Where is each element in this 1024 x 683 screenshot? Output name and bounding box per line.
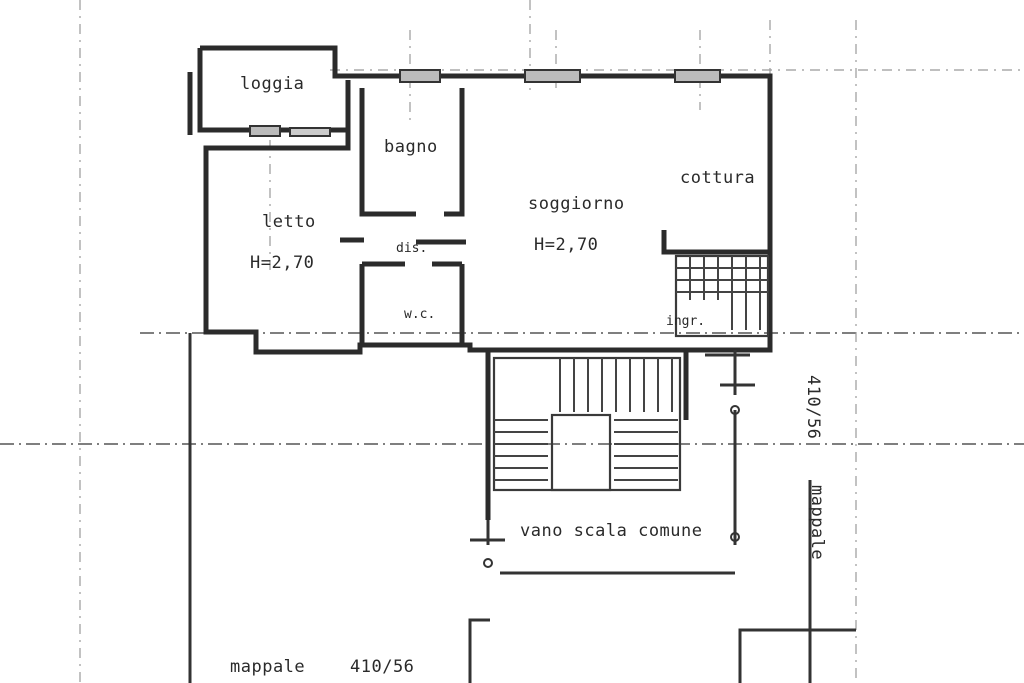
kitchen-stair: [674, 254, 770, 338]
label-mappale-bottom-number: 410/56: [350, 657, 414, 677]
label-mappale-bottom: mappale: [230, 657, 305, 677]
label-loggia: loggia: [240, 74, 304, 94]
label-letto-height: H=2,70: [250, 253, 314, 273]
common-stairwell: [470, 350, 755, 575]
label-soggiorno-height: H=2,70: [534, 235, 598, 255]
label-letto: letto: [262, 212, 316, 232]
window-openings: [249, 69, 721, 137]
label-bagno: bagno: [384, 137, 438, 157]
room-labels: loggia bagno letto H=2,70 dis. w.c. sogg…: [230, 74, 827, 677]
label-right-number: 410/56: [803, 375, 823, 439]
label-right-mappale: mappale: [807, 485, 827, 560]
label-ingresso: ingr.: [666, 314, 705, 329]
label-soggiorno: soggiorno: [528, 194, 625, 214]
apartment-walls: [187, 45, 773, 355]
label-vano-scala: vano scala comune: [520, 521, 703, 541]
label-cottura: cottura: [680, 168, 755, 188]
label-disimpegno: dis.: [396, 241, 427, 256]
parcel-boundary: [188, 333, 856, 683]
label-wc: w.c.: [404, 307, 435, 322]
stair-treads: [494, 358, 678, 481]
